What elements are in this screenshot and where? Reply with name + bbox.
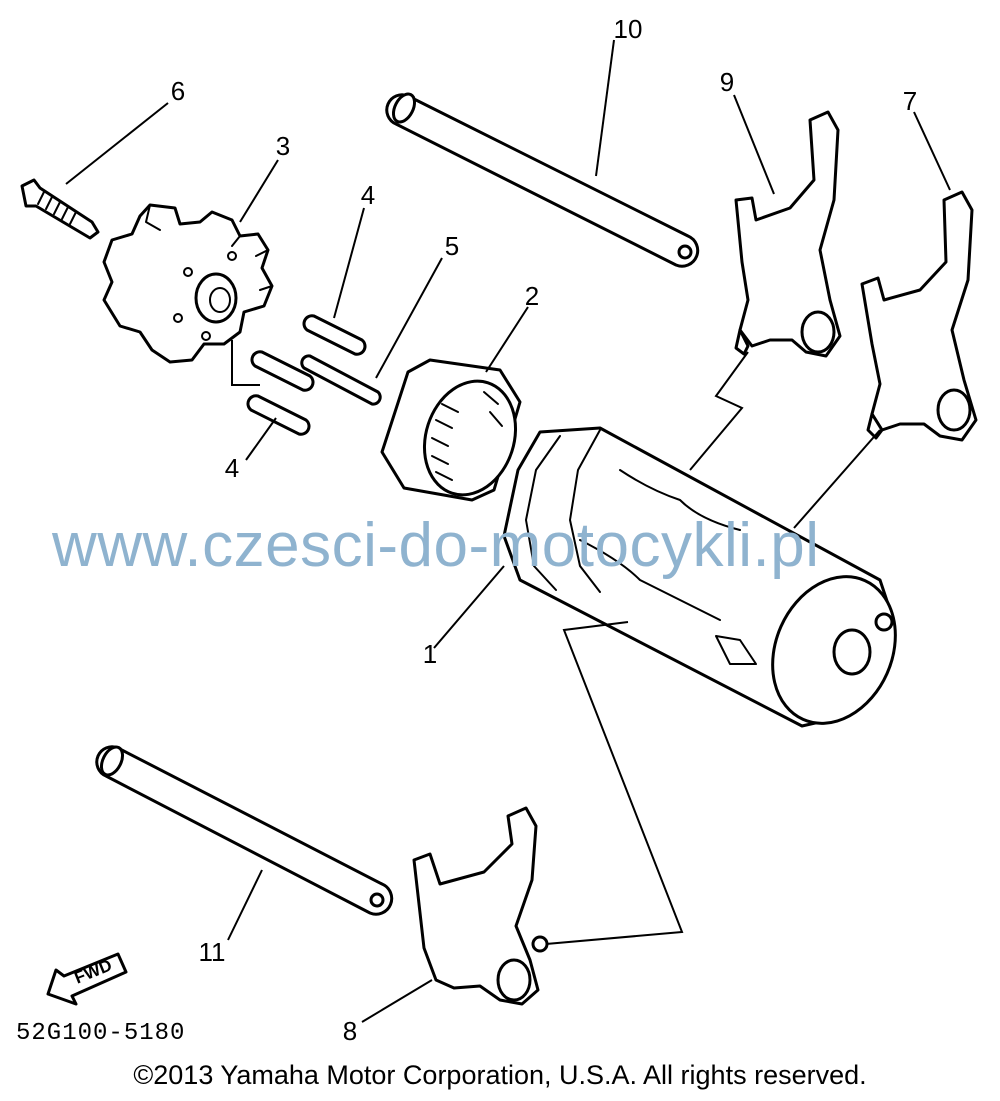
diagram-code: 52G100-5180	[16, 1020, 186, 1047]
part-4-pins	[246, 314, 367, 436]
callout-2: 2	[524, 281, 540, 311]
fwd-arrow-icon	[46, 952, 128, 1006]
callout-4-lower: 4	[224, 453, 240, 483]
copyright-notice: ©2013 Yamaha Motor Corporation, U.S.A. A…	[133, 1060, 867, 1090]
callout-6: 6	[170, 76, 186, 106]
callout-8: 8	[342, 1016, 358, 1046]
callout-3: 3	[275, 131, 291, 161]
part-8-shift-fork	[412, 806, 549, 1006]
part-10-guide-bar	[385, 92, 700, 268]
part-6-screw	[20, 178, 100, 240]
callout-11: 11	[198, 937, 226, 967]
part-2-bearing	[380, 358, 522, 502]
callout-7: 7	[902, 86, 918, 116]
part-3-segment	[102, 203, 274, 364]
callout-1: 1	[422, 639, 438, 669]
callout-9: 9	[719, 67, 735, 97]
leader-lines	[65, 39, 951, 1023]
callout-5: 5	[444, 231, 460, 261]
watermark-text: www.czesci-do-motocykli.pl	[52, 511, 820, 580]
callout-4-upper: 4	[360, 180, 376, 210]
part-5-pin	[300, 354, 382, 406]
callout-10: 10	[613, 14, 643, 44]
part-1-shift-cam	[502, 426, 897, 728]
part-7-shift-fork	[860, 190, 978, 442]
part-11-guide-bar	[95, 745, 394, 916]
part-9-shift-fork	[734, 110, 842, 358]
